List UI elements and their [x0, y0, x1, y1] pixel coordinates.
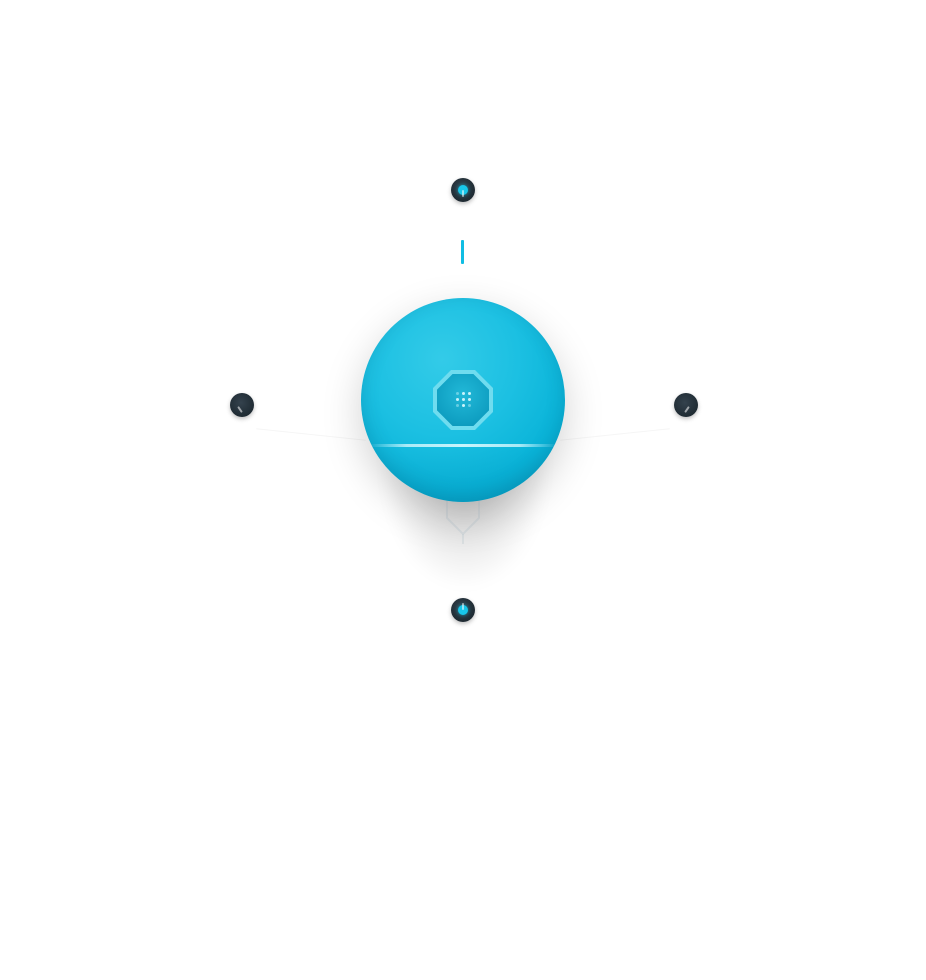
guide-line-right — [560, 428, 670, 441]
node-top-button[interactable] — [451, 178, 475, 202]
center-hub-button[interactable] — [433, 370, 493, 430]
orb-lower-half — [361, 447, 565, 502]
node-right-button[interactable] — [674, 393, 698, 417]
node-bottom-button[interactable] — [451, 598, 475, 622]
grid-dots-icon — [456, 392, 472, 408]
orb-equator-line — [369, 444, 557, 447]
node-left-button[interactable] — [230, 393, 254, 417]
node-tick-icon — [462, 603, 464, 610]
node-tick-icon — [237, 406, 243, 413]
cursor-bar-icon — [461, 240, 464, 264]
connector-stem — [446, 500, 480, 544]
node-tick-icon — [462, 190, 464, 197]
node-tick-icon — [684, 406, 690, 413]
guide-line-left — [256, 428, 366, 441]
hub-inner — [437, 374, 489, 426]
active-indicator-dot — [458, 605, 468, 615]
central-orb — [361, 298, 565, 502]
